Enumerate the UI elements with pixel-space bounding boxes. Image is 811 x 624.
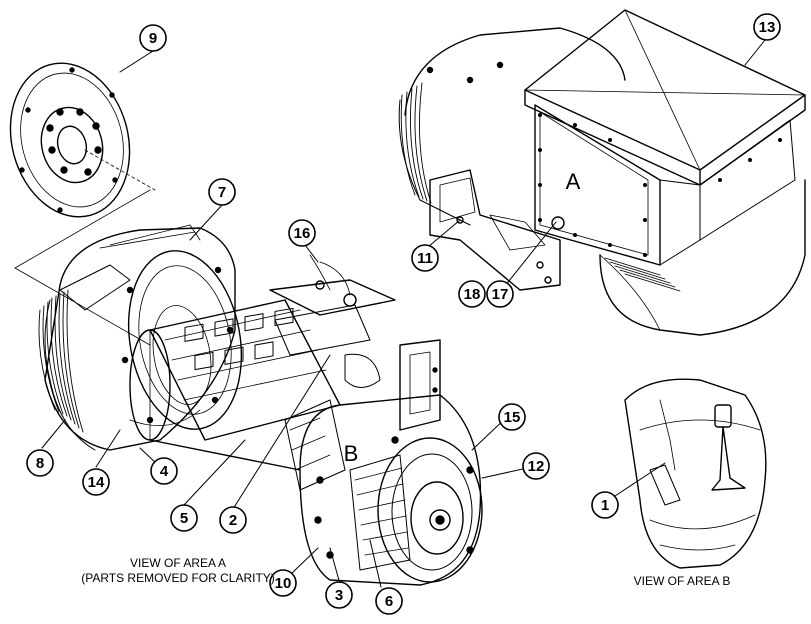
svg-text:9: 9 xyxy=(149,30,157,47)
svg-text:5: 5 xyxy=(180,510,188,527)
area-b-inset xyxy=(624,378,767,569)
callout-16: 16 xyxy=(288,219,316,247)
svg-text:13: 13 xyxy=(759,19,776,36)
area-b-caption: VIEW OF AREA B xyxy=(633,574,731,588)
callout-1: 1 xyxy=(591,491,619,519)
callout-6: 6 xyxy=(375,587,403,615)
svg-text:15: 15 xyxy=(504,409,521,426)
area-a-caption-line2: (PARTS REMOVED FOR CLARITY) xyxy=(81,571,275,585)
svg-text:17: 17 xyxy=(492,286,509,303)
svg-text:1: 1 xyxy=(601,497,609,514)
drive-disc-part xyxy=(9,62,156,218)
callout-17: 17 xyxy=(486,280,514,308)
svg-text:12: 12 xyxy=(528,458,545,475)
area-b-label: B xyxy=(344,441,359,466)
callout-9: 9 xyxy=(139,24,167,52)
callout-7: 7 xyxy=(208,178,236,206)
svg-text:3: 3 xyxy=(335,587,343,604)
callout-4: 4 xyxy=(150,457,178,485)
callout-18: 18 xyxy=(458,280,486,308)
svg-text:16: 16 xyxy=(294,225,311,242)
callout-10: 10 xyxy=(269,569,297,597)
area-a-label: A xyxy=(566,169,581,194)
callout-13: 13 xyxy=(753,13,781,41)
callout-8: 8 xyxy=(26,449,54,477)
callout-3: 3 xyxy=(325,581,353,609)
callout-2: 2 xyxy=(219,506,247,534)
svg-text:8: 8 xyxy=(36,455,44,472)
leader-lines xyxy=(41,39,766,588)
end-bracket-part xyxy=(299,394,483,586)
fan-housing-part xyxy=(14,189,243,451)
area-a-caption: VIEW OF AREA A (PARTS REMOVED FOR CLARIT… xyxy=(58,556,298,586)
assembled-generator-part xyxy=(398,9,806,336)
svg-text:10: 10 xyxy=(275,575,292,592)
svg-text:4: 4 xyxy=(160,463,169,480)
svg-text:7: 7 xyxy=(218,184,226,201)
svg-text:14: 14 xyxy=(88,474,105,491)
callout-15: 15 xyxy=(498,403,526,431)
callout-5: 5 xyxy=(170,504,198,532)
svg-text:18: 18 xyxy=(464,286,481,303)
svg-text:11: 11 xyxy=(417,250,433,267)
callout-12: 12 xyxy=(522,452,550,480)
callout-14: 14 xyxy=(82,468,110,496)
svg-text:2: 2 xyxy=(229,512,237,529)
callout-11: 11 xyxy=(411,244,439,272)
wiring-bracket-part xyxy=(269,254,441,431)
area-a-caption-line1: VIEW OF AREA A xyxy=(129,556,227,570)
svg-text:6: 6 xyxy=(385,593,393,610)
